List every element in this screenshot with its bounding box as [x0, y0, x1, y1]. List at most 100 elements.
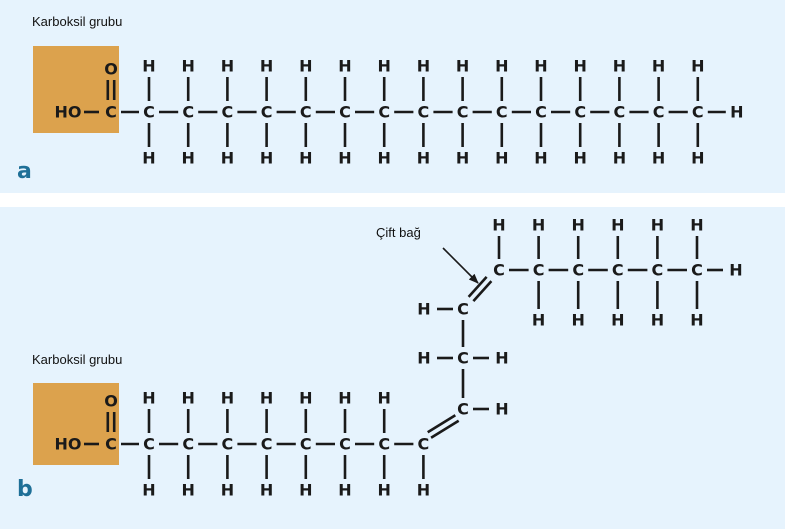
b-upper-carbon-6: C — [691, 261, 703, 280]
b-upper-hydrogen-bottom-2: H — [532, 311, 545, 330]
carboxyl-group-label-b: Karboksil grubu — [32, 352, 123, 367]
a-hydrogen-top-13: H — [613, 57, 626, 76]
b-upper-hydrogen-bottom-3: H — [572, 311, 585, 330]
a-carbon-4: C — [261, 103, 273, 122]
b-hydrogen-bottom-3: H — [221, 481, 234, 500]
b-upper-carbon-5: C — [652, 261, 664, 280]
a-carbon-5: C — [300, 103, 312, 122]
panel-b — [0, 207, 785, 529]
b-hydrogen-top-5: H — [299, 389, 312, 408]
a-hydrogen-bottom-3: H — [221, 149, 234, 168]
a-hydrogen-bottom-2: H — [182, 149, 195, 168]
b-carbon-1: C — [143, 435, 155, 454]
a-hydrogen-bottom-7: H — [378, 149, 391, 168]
a-carbon-10: C — [496, 103, 508, 122]
a-hydrogen-bottom-13: H — [613, 149, 626, 168]
b-hydrogen-top-3: H — [221, 389, 234, 408]
b-vertical-carbon-1: C — [457, 400, 469, 419]
b-upper-hydrogen-top-6: H — [690, 216, 703, 235]
b-upper-carbon-4: C — [612, 261, 624, 280]
a-hydrogen-bottom-9: H — [456, 149, 469, 168]
b-hydroxyl: HO — [55, 435, 82, 454]
a-hydrogen-bottom-4: H — [260, 149, 273, 168]
a-carbon-8: C — [418, 103, 430, 122]
a-hydrogen-top-14: H — [652, 57, 665, 76]
b-lower-double-bond-2 — [427, 414, 457, 434]
a-carbon-13: C — [614, 103, 626, 122]
a-hydrogen-bottom-11: H — [534, 149, 547, 168]
b-carbon-7: C — [378, 435, 390, 454]
double-bond-arrow — [442, 247, 479, 284]
a-carbon-12: C — [574, 103, 586, 122]
b-upper-carbon-3: C — [572, 261, 584, 280]
carboxyl-box-a — [33, 46, 119, 133]
b-upper-terminal-hydrogen: H — [729, 261, 742, 280]
carboxyl-box-b — [33, 383, 119, 465]
a-hydrogen-top-6: H — [338, 57, 351, 76]
b-upper-hydrogen-bottom-4: H — [611, 311, 624, 330]
b-carbonyl-oxygen: O — [104, 392, 118, 411]
b-vertical-hydrogen-right-2: H — [495, 349, 508, 368]
a-carbonyl-oxygen: O — [104, 60, 118, 79]
a-hydrogen-top-3: H — [221, 57, 234, 76]
b-hydrogen-bottom-1: H — [142, 481, 155, 500]
b-hydrogen-bottom-8: H — [417, 481, 430, 500]
panel-a-letter: a — [17, 159, 32, 184]
a-hydrogen-top-9: H — [456, 57, 469, 76]
b-carbonyl-carbon: C — [105, 435, 117, 454]
b-upper-hydrogen-top-2: H — [532, 216, 545, 235]
panel-a — [0, 0, 785, 193]
b-carbon-6: C — [339, 435, 351, 454]
a-hydrogen-bottom-14: H — [652, 149, 665, 168]
b-hydrogen-bottom-6: H — [338, 481, 351, 500]
a-carbon-6: C — [339, 103, 351, 122]
a-hydroxyl: HO — [55, 103, 82, 122]
a-hydrogen-bottom-10: H — [495, 149, 508, 168]
a-terminal-hydrogen: H — [730, 103, 743, 122]
a-hydrogen-top-8: H — [417, 57, 430, 76]
b-hydrogen-bottom-5: H — [299, 481, 312, 500]
a-hydrogen-top-7: H — [378, 57, 391, 76]
b-lower-double-bond-1 — [430, 419, 460, 439]
b-upper-hydrogen-top-4: H — [611, 216, 624, 235]
b-vertical-carbon-2: C — [457, 349, 469, 368]
b-hydrogen-top-2: H — [182, 389, 195, 408]
a-hydrogen-top-2: H — [182, 57, 195, 76]
a-hydrogen-bottom-8: H — [417, 149, 430, 168]
b-vertical-hydrogen-right-1: H — [495, 400, 508, 419]
a-carbon-2: C — [182, 103, 194, 122]
a-carbon-7: C — [378, 103, 390, 122]
a-hydrogen-top-1: H — [142, 57, 155, 76]
a-carbonyl-carbon: C — [105, 103, 117, 122]
a-carbon-1: C — [143, 103, 155, 122]
b-carbon-2: C — [182, 435, 194, 454]
b-upper-double-bond-2 — [467, 275, 488, 298]
a-hydrogen-top-15: H — [691, 57, 704, 76]
a-hydrogen-bottom-5: H — [299, 149, 312, 168]
b-hydrogen-bottom-4: H — [260, 481, 273, 500]
a-hydrogen-bottom-1: H — [142, 149, 155, 168]
b-hydrogen-top-6: H — [338, 389, 351, 408]
b-hydrogen-top-7: H — [378, 389, 391, 408]
b-upper-carbon-2: C — [533, 261, 545, 280]
carboxyl-group-label-a: Karboksil grubu — [32, 14, 123, 29]
b-upper-double-bond-1 — [472, 280, 493, 303]
b-upper-hydrogen-top-1: H — [492, 216, 505, 235]
b-vertical-hydrogen-left-3: H — [417, 300, 430, 319]
a-hydrogen-bottom-15: H — [691, 149, 704, 168]
a-hydrogen-top-12: H — [574, 57, 587, 76]
a-carbon-9: C — [457, 103, 469, 122]
b-vertical-carbon-3: C — [457, 300, 469, 319]
panel-b-letter: b — [17, 477, 33, 502]
b-carbon-5: C — [300, 435, 312, 454]
b-upper-hydrogen-top-5: H — [651, 216, 664, 235]
a-carbon-15: C — [692, 103, 704, 122]
a-hydrogen-top-5: H — [299, 57, 312, 76]
a-carbon-11: C — [535, 103, 547, 122]
b-upper-hydrogen-bottom-5: H — [651, 311, 664, 330]
a-carbon-3: C — [222, 103, 234, 122]
b-carbon-8: C — [418, 435, 430, 454]
b-upper-hydrogen-top-3: H — [572, 216, 585, 235]
b-upper-carbon-1: C — [493, 261, 505, 280]
